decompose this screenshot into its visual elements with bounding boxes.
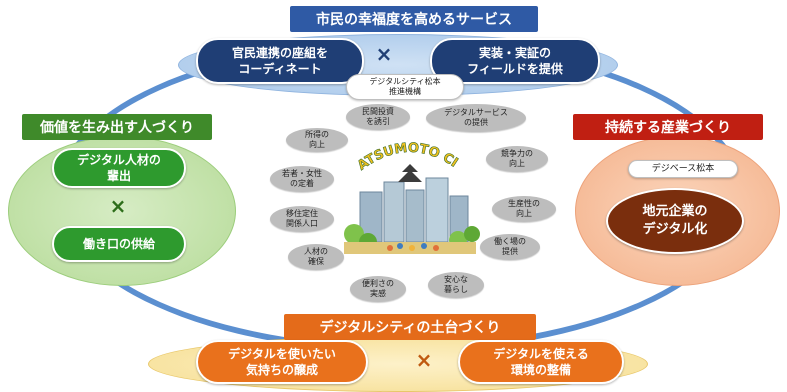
top-band-title: 市民の幸福度を高めるサービス [290,6,538,32]
bottom-times-icon: × [415,348,433,372]
bubble-income: 所得の 向上 [286,128,348,152]
bottom-left-pill: デジタルを使いたい 気持ちの醸成 [196,340,368,384]
digibase-pill: デジベース松本 [628,160,738,178]
logo-text: MATSUMOTO CITY [340,130,460,174]
org-pill: デジタルシティ松本 推進機構 [346,74,464,100]
top-times-icon: × [375,42,393,66]
bubble-private-investment: 民間投資 を誘引 [346,104,410,130]
left-times-icon: × [109,194,127,218]
matsumoto-city-illustration: MATSUMOTO CITY [340,130,480,254]
bubble-workplace: 働く場の 提供 [480,234,540,260]
bottom-right-pill: デジタルを使える 環境の整備 [458,340,624,384]
left-pill-talent: デジタル人材の 輩出 [52,148,186,188]
right-main-pill: 地元企業の デジタル化 [606,188,744,254]
top-left-pill: 官民連携の座組を コーディネート [196,38,364,84]
bubble-youth-women: 若者・女性 の定着 [270,166,334,192]
bubble-relocation: 移住定住 関係人口 [270,206,334,232]
left-pill-jobs: 働き口の供給 [52,226,186,262]
bubble-productivity: 生産性の 向上 [492,196,556,222]
right-band-title: 持続する産業づくり [573,114,763,140]
left-band-title: 価値を生み出す人づくり [22,114,212,140]
bubble-convenience: 便利さの 実感 [350,276,406,302]
bubble-competitiveness: 競争力の 向上 [486,146,548,172]
bubble-digital-services: デジタルサービス の提供 [426,104,526,132]
bubble-talent: 人材の 確保 [288,244,344,270]
bubble-safety: 安心な 暮らし [428,272,484,298]
bottom-band-title: デジタルシティの土台づくり [284,314,536,340]
